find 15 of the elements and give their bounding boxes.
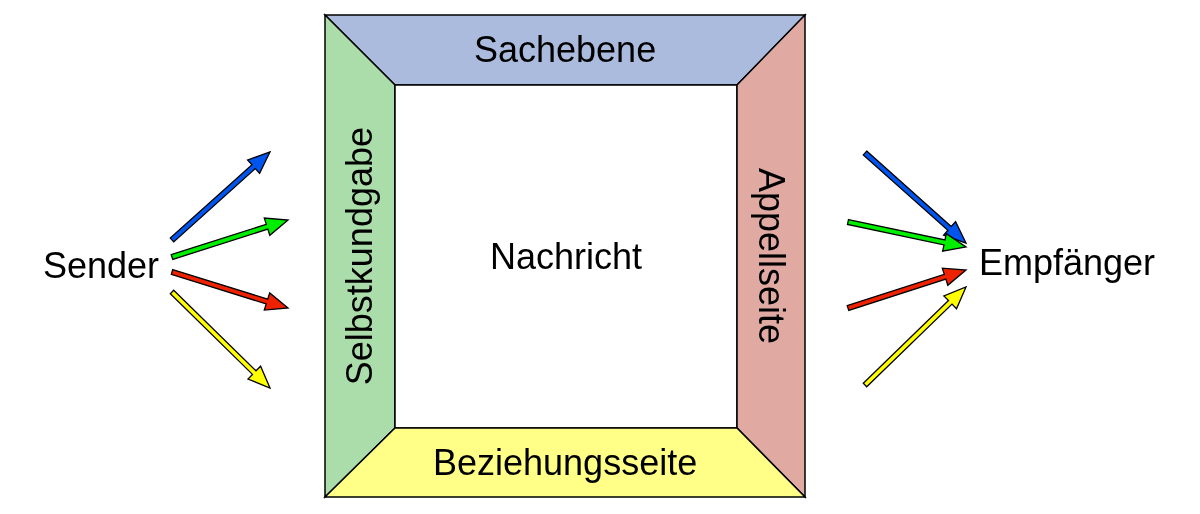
side-label: Beziehungsseite (433, 441, 698, 484)
party-label: Empfänger (979, 242, 1156, 284)
arrow (169, 289, 272, 390)
side-label: Appellseite (750, 168, 792, 345)
arrow (862, 285, 968, 388)
side-label: Selbstkundgabe (339, 127, 381, 386)
party-label: Sender (43, 245, 160, 287)
arrow (846, 218, 968, 252)
arrow (862, 150, 968, 245)
side-label: Sachebene (474, 29, 657, 71)
arrow (846, 267, 968, 312)
arrow (170, 268, 290, 311)
arrow (169, 150, 272, 243)
arrow (170, 217, 290, 261)
side-label: Nachricht (490, 235, 643, 278)
